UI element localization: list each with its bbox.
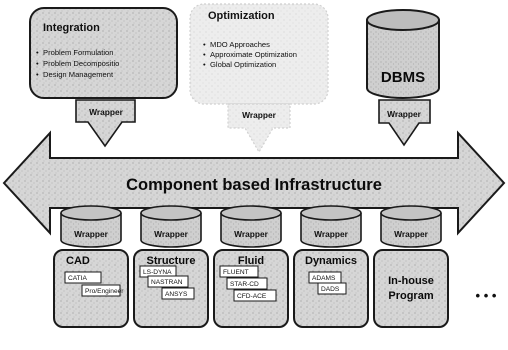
component-wrapper-top <box>380 205 442 221</box>
bullet-icon: • <box>36 48 39 57</box>
infrastructure-arrow <box>2 130 506 236</box>
component-wrapper-label: Wrapper <box>234 229 269 239</box>
tool-card <box>147 275 189 288</box>
component-title: In-house <box>388 275 434 287</box>
dbms-wrapper <box>378 99 431 147</box>
more-components-ellipsis: • • • <box>476 288 497 303</box>
integration-item-1: Problem Decompositio <box>43 59 119 68</box>
integration-box <box>29 7 178 99</box>
optimization-item-0: MDO Approaches <box>210 40 270 49</box>
tool-card <box>233 289 277 302</box>
tool-label: ADAMS <box>312 275 336 282</box>
integration-title: Integration <box>43 22 100 34</box>
tool-label: NASTRAN <box>151 279 183 286</box>
component-title: Fluid <box>238 255 264 267</box>
component-wrapper <box>60 213 122 248</box>
component-box <box>373 249 449 328</box>
tool-label: CFD-ACE <box>237 293 267 300</box>
integration-wrapper <box>75 99 136 148</box>
integration-item-2: Design Management <box>43 70 114 79</box>
component-wrapper <box>220 213 282 248</box>
component-wrapper <box>300 213 362 248</box>
bullet-icon: • <box>203 50 206 59</box>
dbms-cylinder <box>366 20 440 99</box>
optimization-title: Optimization <box>208 10 275 22</box>
tool-label: LS-DYNA <box>143 269 172 276</box>
optimization-item-1: Approximate Optimization <box>210 50 297 59</box>
tool-label: CATIA <box>68 275 88 282</box>
optimization-wrapper-label: Wrapper <box>242 110 277 120</box>
component-wrapper-top <box>300 205 362 221</box>
component-wrapper <box>380 213 442 248</box>
dbms-cylinder-top <box>366 9 440 31</box>
component-wrapper-top <box>220 205 282 221</box>
bullet-icon: • <box>36 70 39 79</box>
optimization-module: Optimization MDO Approaches Approximate … <box>189 3 329 154</box>
tool-label: STAR-CD <box>230 281 259 288</box>
tool-label: Pro/Engineer <box>85 288 124 295</box>
tool-card <box>226 277 268 290</box>
bullet-icon: • <box>36 59 39 68</box>
component-title: Dynamics <box>305 255 357 267</box>
component-wrapper-label: Wrapper <box>394 229 429 239</box>
component-title: CAD <box>66 255 90 267</box>
tool-card <box>219 265 259 278</box>
bullet-icon: • <box>203 60 206 69</box>
component-title: Program <box>388 290 433 302</box>
dbms-wrapper-label: Wrapper <box>387 109 422 119</box>
dbms-label: DBMS <box>381 69 425 86</box>
tool-label: DADS <box>321 286 340 293</box>
tool-card <box>81 284 121 297</box>
tool-card <box>161 287 195 300</box>
tool-card <box>317 282 347 295</box>
dbms-module: DBMS Wrapper <box>366 9 440 147</box>
optimization-item-2: Global Optimization <box>210 60 276 69</box>
integration-wrapper-label: Wrapper <box>89 107 124 117</box>
component-wrapper-label: Wrapper <box>314 229 349 239</box>
tool-card <box>64 271 102 284</box>
integration-module: Integration Problem Formulation Problem … <box>29 7 178 148</box>
bullet-icon: • <box>203 40 206 49</box>
component-title: Structure <box>147 255 196 267</box>
component-wrapper <box>140 213 202 248</box>
component-wrapper-top <box>60 205 122 221</box>
tool-label: FLUENT <box>223 269 249 276</box>
component-wrapper-top <box>140 205 202 221</box>
component-wrapper-label: Wrapper <box>74 229 109 239</box>
integration-item-0: Problem Formulation <box>43 48 113 57</box>
tool-label: ANSYS <box>165 291 188 298</box>
infrastructure-label: Component based Infrastructure <box>126 176 382 194</box>
optimization-wrapper <box>227 103 291 154</box>
component-wrapper-label: Wrapper <box>154 229 189 239</box>
